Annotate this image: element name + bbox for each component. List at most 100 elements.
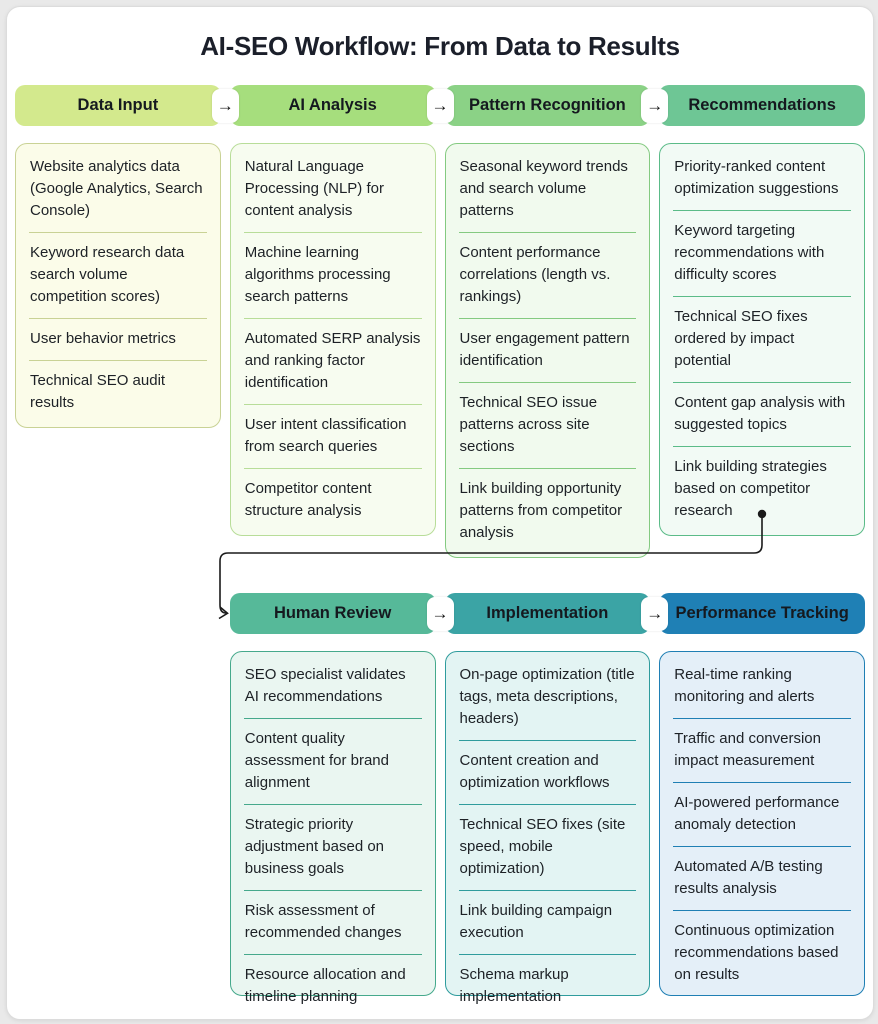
stage-label-implementation: Implementation	[486, 604, 609, 622]
stage-header-pattern-recognition: Pattern Recognition →	[444, 85, 669, 126]
stage-item-text: Keyword targeting recommendations with d…	[674, 222, 825, 283]
stage-item: Competitor content structure analysis	[243, 468, 422, 532]
stage-item: Keyword targeting recommendations with d…	[673, 210, 851, 296]
stage-item-text: Natural Language Processing (NLP) for co…	[244, 158, 384, 219]
flow-arrow-box: →	[426, 88, 454, 123]
stage-item-text: Competitor content structure analysis	[244, 480, 372, 519]
stage-label-data-input: Data Input	[77, 96, 159, 114]
stage-item-text: Link building campaign execution	[459, 902, 613, 941]
stage-item-text: Resource allocation and timeline plannin…	[244, 966, 406, 1005]
stage-column-pattern-recognition: Pattern Recognition → Seasonal keyword tre…	[444, 85, 669, 558]
stage-box-implementation: On-page optimization (title tags, meta d…	[444, 651, 651, 1005]
workflow-card: AI-SEO Workflow: From Data to Results Da…	[6, 6, 874, 1020]
stage-item-text: On-page optimization (title tags, meta d…	[459, 666, 635, 727]
stage-label-ai-analysis: AI Analysis	[288, 96, 377, 114]
stage-item: SEO specialist validates AI recommendati…	[244, 655, 422, 718]
right-arrow-icon: →	[646, 95, 664, 115]
right-arrow-icon: →	[431, 95, 449, 115]
stage-column-human-review: Human Review → SEO specialist validates AI…	[229, 593, 454, 1005]
stage-label-pattern-recognition: Pattern Recognition	[468, 96, 626, 114]
stage-item: Keyword research data search volume comp…	[29, 232, 207, 318]
stage-column-implementation: Implementation → On-page optimization (tit…	[444, 593, 669, 1005]
stage-label-human-review: Human Review	[273, 604, 392, 622]
stage-item-text: Technical SEO audit results	[30, 372, 166, 411]
flow-arrow-box: →	[641, 88, 669, 123]
stage-item-text: Risk assessment of recommended changes	[244, 902, 402, 941]
stage-header-data-input: Data Input →	[15, 85, 239, 126]
stage-item-text: Website analytics data (Google Analytics…	[30, 158, 203, 219]
stage-item: Automated SERP analysis and ranking fact…	[243, 318, 422, 404]
stage-item: Link building campaign execution	[458, 890, 637, 954]
stage-header-implementation: Implementation →	[444, 593, 669, 634]
stage-item: AI-powered performance anomaly detection	[673, 782, 851, 846]
right-arrow-icon: →	[431, 603, 449, 623]
stage-item: Natural Language Processing (NLP) for co…	[244, 147, 422, 232]
stage-item: Strategic priority adjustment based on b…	[243, 804, 422, 890]
stage-header-performance-tracking: Performance Tracking	[659, 593, 865, 634]
stage-box-recommendations: Priority-ranked content optimization sug…	[659, 143, 865, 536]
stage-item: Traffic and conversion impact measuremen…	[673, 718, 851, 782]
stage-item: Machine learning algorithms processing s…	[243, 232, 422, 318]
stage-box-pattern-recognition: Seasonal keyword trends and search volum…	[444, 143, 651, 558]
stage-item-text: Machine learning algorithms processing s…	[244, 244, 391, 305]
stage-item-text: Content creation and optimization workfl…	[459, 752, 610, 791]
workflow-row-top: Data Input → Website analytics data (Googl…	[15, 85, 865, 558]
stage-item: User intent classification from search q…	[243, 404, 422, 468]
stage-item-text: Automated A/B testing results analysis	[674, 858, 823, 897]
stage-item: Priority-ranked content optimization sug…	[673, 147, 851, 210]
stage-item: Link building opportunity patterns from …	[458, 468, 637, 554]
stage-item: Resource allocation and timeline plannin…	[243, 954, 422, 1018]
stage-item-text: Seasonal keyword trends and search volum…	[459, 158, 628, 219]
stage-item: Real-time ranking monitoring and alerts	[673, 655, 851, 718]
flow-arrow-box: →	[211, 88, 239, 123]
stage-item: Risk assessment of recommended changes	[243, 890, 422, 954]
stage-item-text: Priority-ranked content optimization sug…	[674, 158, 839, 197]
stage-item-text: Technical SEO fixes ordered by impact po…	[674, 308, 808, 369]
flow-arrow-box: →	[426, 596, 454, 631]
stage-item: Content creation and optimization workfl…	[458, 740, 637, 804]
stage-label-performance-tracking: Performance Tracking	[675, 604, 849, 622]
flow-arrow-box: →	[641, 596, 669, 631]
stage-item-text: Strategic priority adjustment based on b…	[244, 816, 385, 877]
stage-header-ai-analysis: AI Analysis →	[229, 85, 454, 126]
stage-item-text: Schema markup implementation	[459, 966, 569, 1005]
stage-item: User behavior metrics	[29, 318, 207, 360]
stage-item: Continuous optimization recommendations …	[673, 910, 851, 996]
stage-item: Technical SEO audit results	[29, 360, 207, 424]
stage-item: Automated A/B testing results analysis	[673, 846, 851, 910]
stage-item-text: Continuous optimization recommendations …	[674, 922, 839, 983]
stage-item-text: Content quality assessment for brand ali…	[244, 730, 389, 791]
stage-item: Content quality assessment for brand ali…	[243, 718, 422, 804]
stage-item-text: Content performance correlations (length…	[459, 244, 611, 305]
stage-item-text: User engagement pattern identification	[459, 330, 630, 369]
right-arrow-icon: →	[216, 95, 234, 115]
stage-item: Technical SEO fixes (site speed, mobile …	[458, 804, 637, 890]
stage-item-text: Link building opportunity patterns from …	[459, 480, 623, 541]
stage-box-ai-analysis: Natural Language Processing (NLP) for co…	[229, 143, 436, 536]
stage-item: On-page optimization (title tags, meta d…	[459, 655, 637, 740]
stage-item-text: Technical SEO issue patterns across site…	[459, 394, 598, 455]
stage-item-text: Keyword research data search volume comp…	[30, 244, 185, 305]
stage-item-text: User behavior metrics	[30, 330, 176, 347]
stage-item: User engagement pattern identification	[458, 318, 637, 382]
stage-column-data-input: Data Input → Website analytics data (Googl…	[15, 85, 239, 428]
stage-item-text: Link building strategies based on compet…	[674, 458, 827, 519]
stage-column-ai-analysis: AI Analysis → Natural Language Processing …	[229, 85, 454, 536]
stage-item: Technical SEO issue patterns across site…	[458, 382, 637, 468]
right-arrow-icon: →	[646, 603, 664, 623]
stage-item-text: Technical SEO fixes (site speed, mobile …	[459, 816, 626, 877]
stage-item-text: AI-powered performance anomaly detection	[674, 794, 840, 833]
stage-item-text: Content gap analysis with suggested topi…	[674, 394, 846, 433]
stage-item-text: Traffic and conversion impact measuremen…	[674, 730, 821, 769]
page-title: AI-SEO Workflow: From Data to Results	[200, 31, 680, 61]
stage-header-recommendations: Recommendations	[659, 85, 865, 126]
stage-box-human-review: SEO specialist validates AI recommendati…	[229, 651, 436, 1005]
stage-item-text: SEO specialist validates AI recommendati…	[244, 666, 406, 705]
stage-item: Link building strategies based on compet…	[673, 446, 851, 532]
stage-item-text: Automated SERP analysis and ranking fact…	[244, 330, 421, 391]
stage-label-recommendations: Recommendations	[688, 96, 836, 114]
stage-item-text: User intent classification from search q…	[244, 416, 407, 455]
